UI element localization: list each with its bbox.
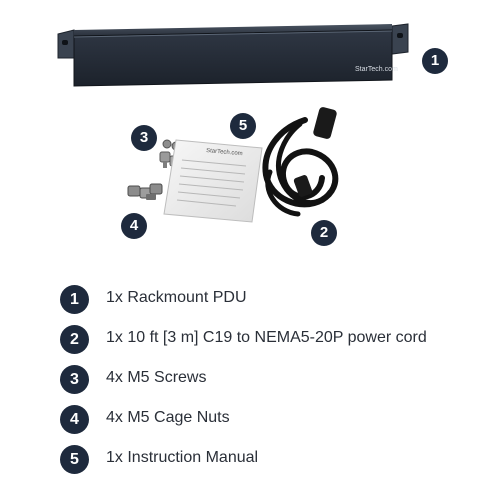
list-item-text: 1x 10 ft [3 m] C19 to NEMA5-20P power co… xyxy=(106,329,427,346)
callout-badge-1: 1 xyxy=(422,48,448,74)
power-cord-illustration xyxy=(262,117,339,217)
cage-nuts-illustration xyxy=(127,183,163,200)
product-photo: StarTech.com xyxy=(57,23,448,246)
list-item-number: 5 xyxy=(60,445,89,474)
cord-plug-c19 xyxy=(313,107,337,139)
list-item-number: 4 xyxy=(60,405,89,434)
list-item-text: 4x M5 Cage Nuts xyxy=(106,409,230,426)
pdu-unit xyxy=(57,23,409,87)
list-item-text: 1x Rackmount PDU xyxy=(106,289,247,306)
list-item-number: 2 xyxy=(60,325,89,354)
list-item-number: 3 xyxy=(60,365,89,394)
pdu-brand-text: StarTech.com xyxy=(355,66,398,73)
list-item-number: 1 xyxy=(60,285,89,314)
list-item: 1 1x Rackmount PDU xyxy=(60,285,490,315)
list-item-text: 4x M5 Screws xyxy=(106,369,207,386)
callout-badge-3: 3 xyxy=(131,125,157,151)
callout-badge-5: 5 xyxy=(230,113,256,139)
manual-brand-text: StarTech.com xyxy=(206,148,243,157)
product-illustration: StarTech.com xyxy=(57,23,409,223)
list-item: 2 1x 10 ft [3 m] C19 to NEMA5-20P power … xyxy=(60,325,490,355)
callout-badge-2: 2 xyxy=(311,220,337,246)
manual-illustration xyxy=(163,139,263,223)
list-item: 4 4x M5 Cage Nuts xyxy=(60,405,490,435)
list-item: 3 4x M5 Screws xyxy=(60,365,490,395)
cord-plug-nema xyxy=(293,175,313,197)
list-item-text: 1x Instruction Manual xyxy=(106,449,259,466)
callout-badge-4: 4 xyxy=(121,213,147,239)
list-item: 5 1x Instruction Manual xyxy=(60,445,490,475)
